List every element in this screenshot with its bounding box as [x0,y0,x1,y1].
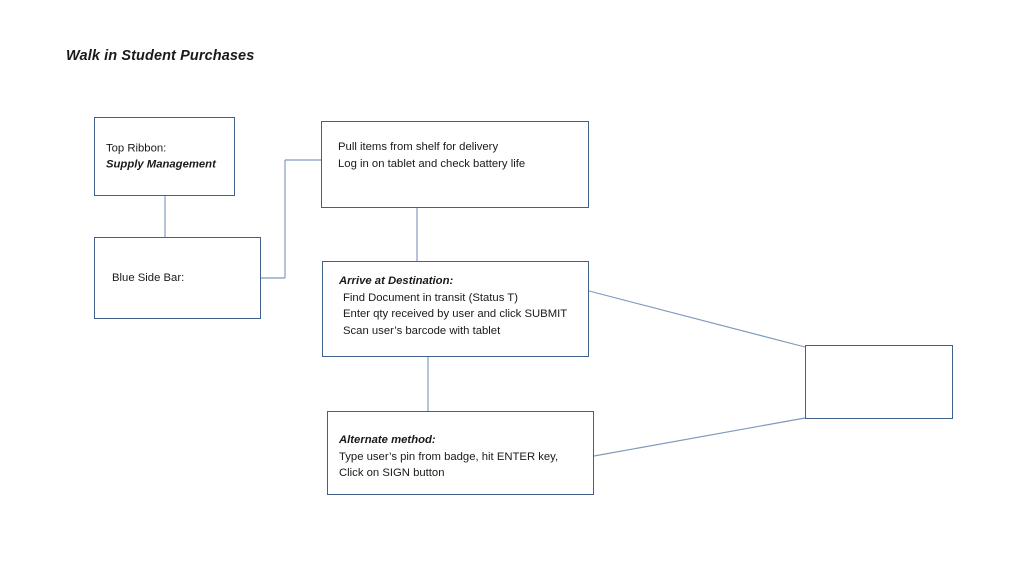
node-arrive-destination-line1: Find Document in transit (Status T) [343,291,518,304]
node-arrive-destination-body: Arrive at Destination: Find Document in … [339,273,582,339]
node-arrive-destination-line3: Scan user’s barcode with tablet [343,324,501,337]
node-alternate-method-heading: Alternate method: [339,434,436,446]
node-alternate-method[interactable]: Alternate method: Type user’s pin from b… [327,411,594,495]
node-arrive-destination[interactable]: Arrive at Destination: Find Document in … [322,261,589,357]
connector-arrive-to-emptybox [588,290,806,348]
node-top-ribbon-line1: Top Ribbon: [106,142,167,154]
page-title: Walk in Student Purchases [66,48,255,64]
node-arrive-destination-heading: Arrive at Destination: [339,275,454,287]
node-blue-side-bar-body: Blue Side Bar: [112,270,254,287]
node-arrive-destination-line2: Enter qty received by user and click SUB… [343,308,568,320]
node-blue-side-bar-line1: Blue Side Bar: [112,271,185,284]
node-top-ribbon-body: Top Ribbon: Supply Management [106,140,228,173]
node-pull-items-line2: Log in on tablet and check battery life [338,157,526,170]
node-alternate-method-line1: Type user’s pin from badge, hit ENTER ke… [339,450,559,463]
node-blue-side-bar[interactable]: Blue Side Bar: [94,237,261,319]
node-pull-items-body: Pull items from shelf for delivery Log i… [338,139,582,172]
node-pull-items-line1: Pull items from shelf for delivery [338,141,499,153]
node-top-ribbon[interactable]: Top Ribbon: Supply Management [94,117,235,196]
node-alternate-method-body: Alternate method: Type user’s pin from b… [339,432,587,482]
node-alternate-method-line2: Click on SIGN button [339,467,445,479]
node-empty-box[interactable] [805,345,953,419]
node-pull-items[interactable]: Pull items from shelf for delivery Log i… [321,121,589,208]
connector-alternate-to-emptybox [593,417,806,457]
node-top-ribbon-line2: Supply Management [106,158,216,171]
